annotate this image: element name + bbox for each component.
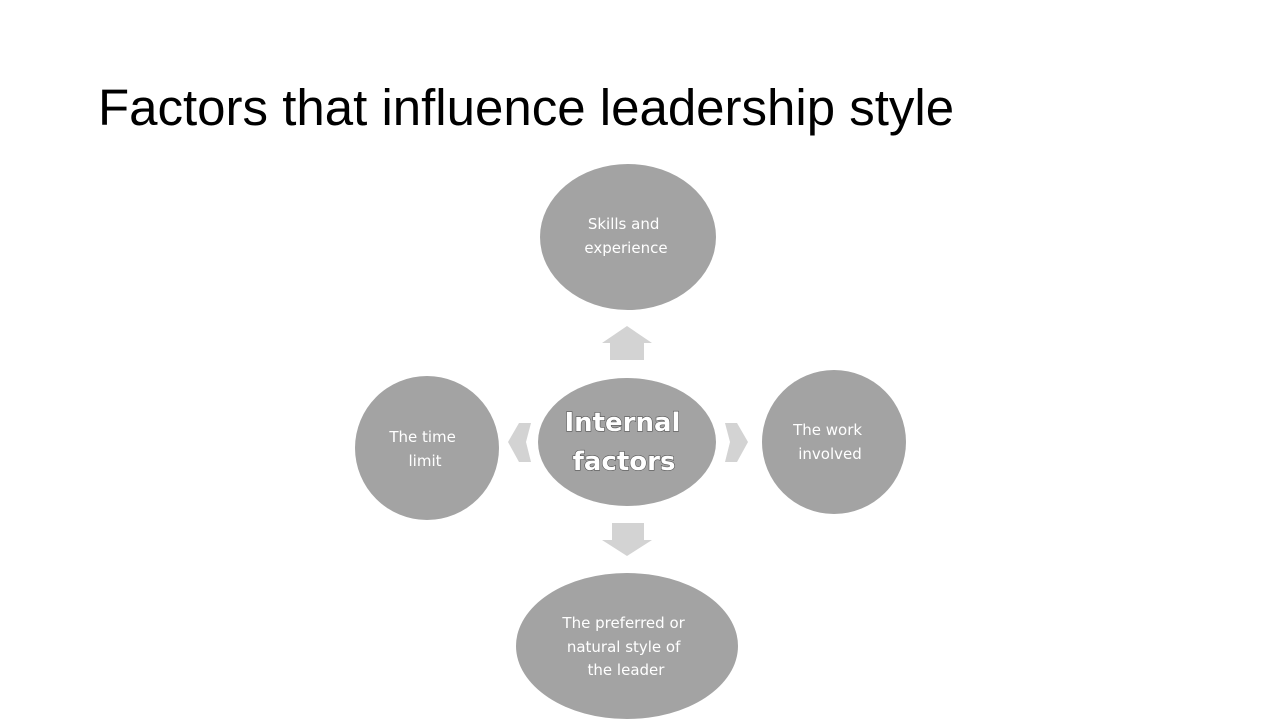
svg-text:The preferred or natura: The preferred or natural style of the le…	[561, 614, 689, 679]
slide-title: Factors that influence leadership style	[98, 79, 955, 136]
center-line-2: factors	[573, 447, 676, 477]
node-internal-factors: Internal factors	[538, 378, 716, 506]
node-left-line-2: limit	[409, 452, 442, 470]
node-the-work-involved: The work involved	[762, 370, 906, 514]
arrow-up	[602, 326, 652, 360]
center-line-1: Internal	[564, 408, 680, 438]
node-top-line-2: experience	[584, 239, 667, 257]
arrow-right	[725, 423, 748, 462]
node-right-line-1: The work	[792, 421, 862, 439]
arrow-left	[508, 423, 531, 462]
node-top-line-1: Skills and	[588, 215, 660, 233]
node-preferred-style: The preferred or natural style of the le…	[516, 573, 738, 719]
arrow-down	[602, 523, 652, 556]
node-the-time-limit: The time limit	[355, 376, 499, 520]
node-bottom-line-3: the leader	[588, 661, 666, 679]
node-right-line-2: involved	[798, 445, 862, 463]
svg-text:Skills and experience: Skills and experience	[584, 215, 667, 257]
node-bottom-line-1: The preferred or	[561, 614, 685, 632]
node-bottom-line-2: natural style of	[567, 638, 681, 656]
node-skills-and-experience: Skills and experience	[540, 164, 716, 310]
node-left-line-1: The time	[388, 428, 456, 446]
svg-text:The work involved: The work involved	[792, 421, 867, 463]
svg-text:The time limit: The time limit	[388, 428, 460, 470]
svg-text:Internal factors: Internal factors	[564, 408, 689, 477]
